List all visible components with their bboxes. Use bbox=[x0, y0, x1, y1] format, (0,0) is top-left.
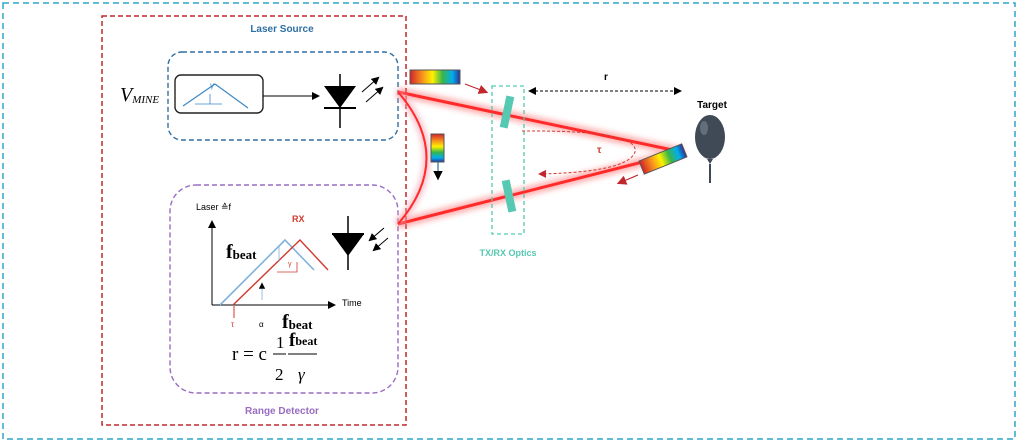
range-label: r bbox=[604, 72, 608, 83]
ramp-gamma: γ bbox=[210, 81, 214, 90]
photodiode-icon bbox=[332, 216, 389, 270]
tx-rx-optics-frame bbox=[491, 85, 525, 235]
delay-arc bbox=[521, 130, 636, 178]
tx-spectrum-chip bbox=[409, 69, 489, 94]
svg-text:1: 1 bbox=[276, 333, 285, 352]
target-balloon-icon bbox=[695, 115, 725, 183]
svg-text:r = c: r = c bbox=[232, 344, 267, 365]
ramp-waveform bbox=[182, 83, 249, 109]
range-detector-title: Range Detector bbox=[245, 406, 319, 417]
input-voltage-label: VMINE bbox=[120, 84, 159, 106]
tx-lens bbox=[499, 95, 515, 129]
target-label: Target bbox=[697, 100, 727, 111]
laser-source-title: Laser Source bbox=[250, 24, 314, 35]
range-detector-box bbox=[169, 184, 399, 394]
rx-label: RX bbox=[292, 214, 305, 224]
laser-source-box bbox=[167, 51, 399, 141]
tx-chirp-line bbox=[219, 238, 315, 306]
ramp-generator bbox=[174, 74, 264, 114]
chart-alpha: α bbox=[259, 320, 264, 329]
svg-text:γ: γ bbox=[298, 365, 306, 384]
rx-lens bbox=[501, 179, 517, 213]
optics-label: TX/RX Optics bbox=[479, 248, 536, 258]
chart-tau: τ bbox=[231, 320, 235, 329]
rx-chirp-line bbox=[232, 239, 329, 306]
time-axis-label: Time bbox=[342, 298, 362, 308]
freq-axis-label: Laser ≙f bbox=[196, 202, 232, 212]
laser-diode-icon bbox=[324, 74, 384, 128]
svg-text:2: 2 bbox=[275, 365, 284, 384]
fbeat-bottom: fbeat bbox=[282, 311, 313, 333]
svg-text:fbeat: fbeat bbox=[289, 330, 317, 351]
delay-label: τ bbox=[597, 145, 602, 156]
local-spectrum-chip bbox=[430, 133, 445, 181]
fbeat-top: fbeat bbox=[226, 241, 257, 263]
range-formula: r = c 1 2 fbeat γ bbox=[232, 330, 317, 384]
rx-spectrum-chip bbox=[616, 143, 688, 185]
chart-gamma: γ bbox=[288, 261, 292, 268]
